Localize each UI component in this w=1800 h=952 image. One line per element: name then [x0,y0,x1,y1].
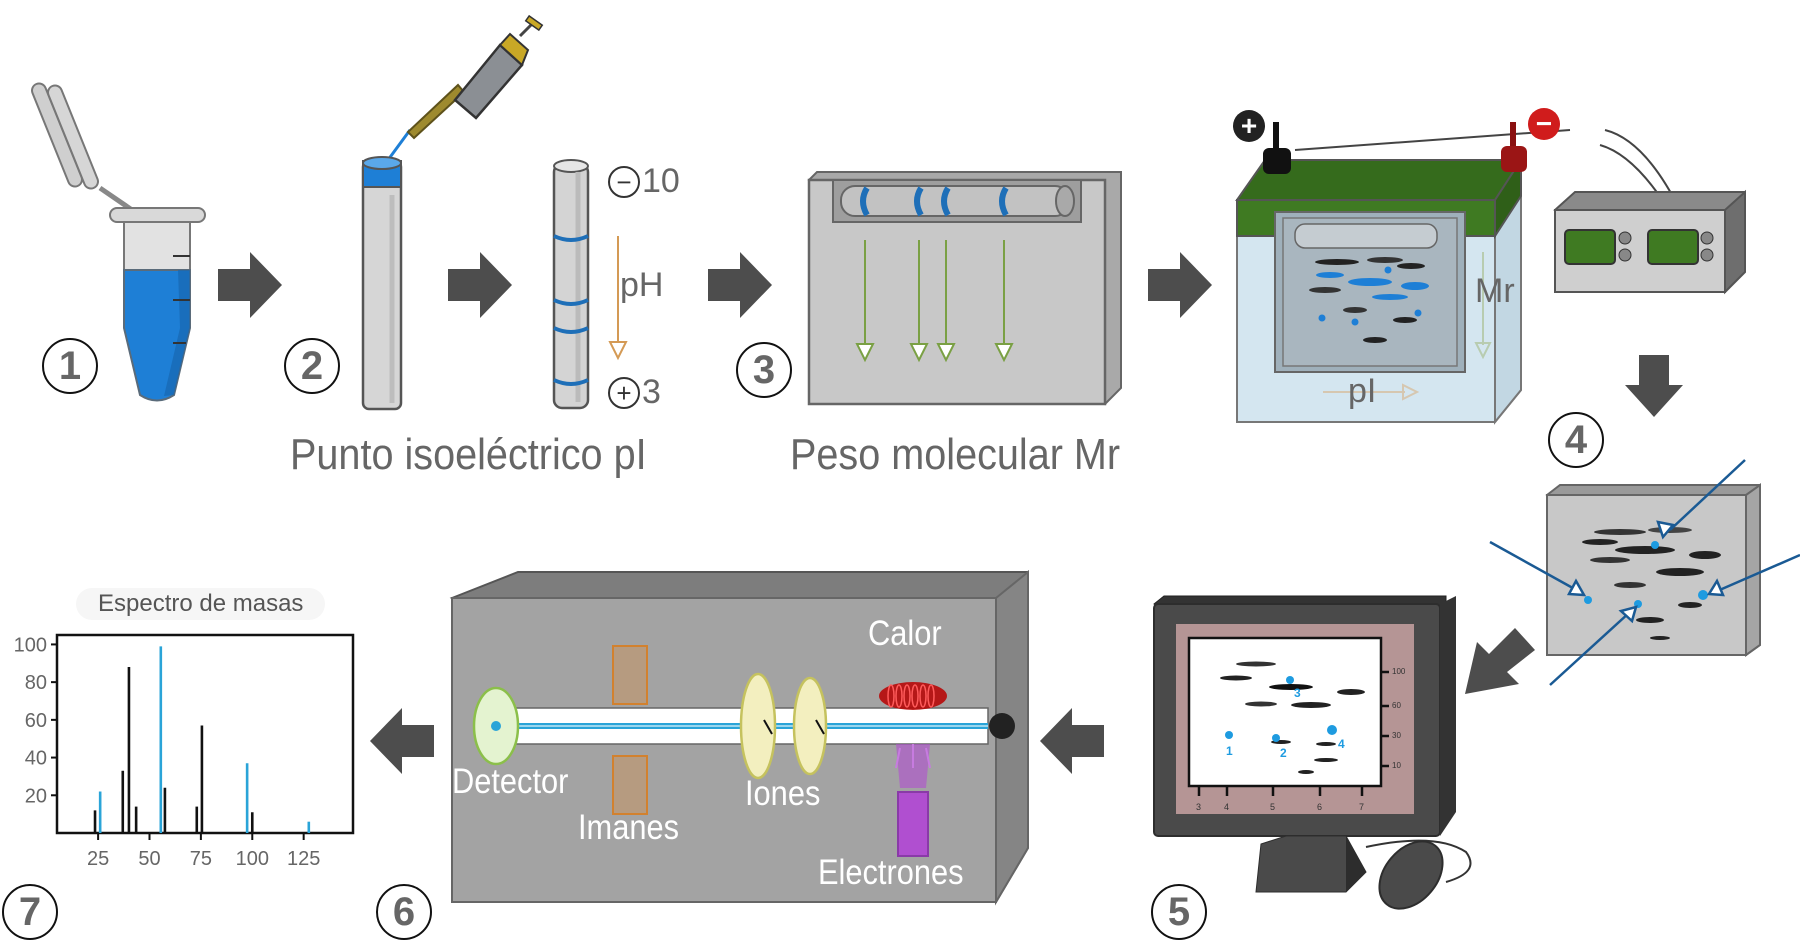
x-tick: 6 [1317,802,1323,812]
microtube-illustration [31,82,206,402]
gel-protein-spots [1582,527,1721,640]
chart-title: Espectro de masas [76,588,326,620]
label-magnets: Imanes [578,808,680,847]
migration-arrows [855,240,1014,363]
arrow-down-left-icon [1465,628,1535,694]
protein-band [553,326,589,334]
negative-terminal-icon: − [1528,108,1560,140]
caption-molecular-weight: Peso molecular Mr [790,430,1121,479]
step-1-badge: 1 [42,338,98,394]
mass-spectrometer-illustration [449,569,1029,906]
protein-band [999,186,1009,217]
sample-inlet [989,713,1015,739]
ph-top-value: 10 [642,162,680,200]
caption-isoelectric-point: Punto isoeléctrico pI [290,430,647,479]
x-tick: 7 [1359,802,1365,812]
y-tick-label: 20 [25,785,47,807]
y-tick: 60 [1392,701,1401,710]
x-tick: 5 [1270,802,1276,812]
gel-protein-spots [1309,257,1429,343]
arrow-right-icon [448,252,512,318]
ion-lens [739,672,777,780]
ph-bottom-marker: + 3 [608,373,661,412]
label-heat: Calor [868,614,942,653]
plus-icon: + [608,376,640,409]
spot-label: 1 [1226,744,1233,758]
y-tick-label: 100 [14,634,47,656]
y-tick: 10 [1392,761,1401,770]
pipette-icon [386,14,544,161]
y-tick-label: 60 [25,710,47,732]
tube-body [123,221,191,271]
arrow-right-icon [708,252,772,318]
step-6-badge: 6 [376,884,432,940]
electron-gun-icon [895,744,931,857]
step-4-badge: 4 [1548,412,1604,468]
ion-lens [792,676,828,776]
screen-gel-spots [1220,661,1365,774]
selected-spot [1651,541,1659,549]
protein-band [553,378,589,386]
x-tick-label: 75 [190,848,212,870]
computer-monitor-illustration [1153,595,1472,910]
step-2-badge: 2 [284,338,340,394]
sample-tube-illustration [361,156,403,411]
ph-axis-label: pH [620,266,664,304]
arrow-left-icon [370,708,434,774]
protein-band [941,186,951,217]
y-tick-label: 80 [25,672,47,694]
x-tick: 4 [1224,802,1230,812]
mr-axis-label: Mr [1475,272,1515,310]
selected-spot [1584,596,1592,604]
protein-band [914,186,924,217]
magnet-bottom [612,755,648,815]
ph-top-marker: − 10 [608,162,680,201]
positive-terminal-icon: + [1233,110,1265,142]
selected-spot [1698,590,1708,600]
spot-label: 4 [1338,737,1345,751]
minus-icon: − [608,165,640,198]
arrow-down-icon [1625,355,1683,417]
y-tick-label: 40 [25,748,47,770]
ipg-strip [552,159,590,410]
pi-axis-label: pI [1348,372,1377,410]
mouse-icon [1378,840,1444,910]
step-3-badge: 3 [736,342,792,398]
label-ions: Iones [745,774,821,813]
y-tick: 30 [1392,731,1401,740]
electrophoresis-tank [1235,122,1746,425]
spot-label: 3 [1294,686,1301,700]
x-tick-label: 125 [287,848,320,870]
protein-band [860,186,870,217]
arrow-right-icon [218,252,282,318]
protein-band [553,234,589,242]
y-tick: 100 [1392,667,1406,676]
spot-label: 2 [1280,746,1287,760]
magnet-top [612,645,648,705]
x-tick: 3 [1196,802,1202,812]
protein-band [553,298,589,306]
tube-rim [109,207,206,223]
ph-gradient-arrow [608,236,628,361]
mass-spectrum-chart: 20 40 60 80 100 25 50 75 100 125 [14,633,355,870]
ph-bottom-value: 3 [642,373,661,411]
plot-frame [55,633,355,835]
label-electrons: Electrones [818,853,964,892]
2d-gel-spot-picking [1489,459,1800,686]
x-tick-label: 50 [138,848,160,870]
step-5-badge: 5 [1151,884,1207,940]
heater-coil-icon [879,682,947,710]
x-tick-label: 25 [87,848,109,870]
label-detector: Detector [452,762,569,801]
sds-gel-illustration [807,171,1122,406]
screen-axis-ticks [1197,670,1389,796]
arrow-right-icon [1148,252,1212,318]
x-tick-label: 100 [236,848,269,870]
tube-lid [31,82,137,215]
step-7-badge: 7 [2,884,58,940]
arrow-left-icon [1040,708,1104,774]
